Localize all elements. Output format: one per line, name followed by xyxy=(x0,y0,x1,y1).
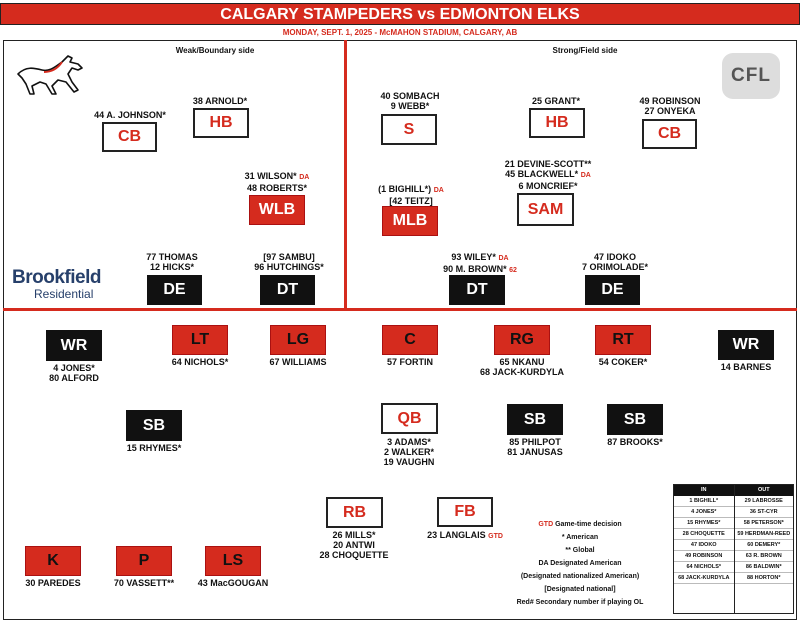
mlb-names: (1 BIGHILL*) DA [42 TEITZ] xyxy=(378,184,444,206)
in-row: 49 ROBINSON xyxy=(674,551,734,562)
weak-side-label: Weak/Boundary side xyxy=(175,46,255,55)
lg-names: 67 WILLIAMS xyxy=(269,357,327,367)
position-safety: S xyxy=(381,114,437,145)
sb-left-names: 15 RHYMES* xyxy=(126,443,182,453)
scrimmage-line xyxy=(3,308,797,311)
cb-left-names: 44 A. JOHNSON* xyxy=(94,110,166,120)
hb-left-names: 38 ARNOLD* xyxy=(192,96,248,106)
sam-names: 21 DEVINE-SCOTT** 45 BLACKWELL* DA 6 MON… xyxy=(504,159,592,191)
sponsor-subname: Residential xyxy=(34,287,94,301)
sb-right-names: 87 BROOKS* xyxy=(607,437,663,447)
out-row: 86 BALDWIN* xyxy=(734,562,793,573)
in-row: 4 JONES* xyxy=(674,507,734,518)
position-cb-right: CB xyxy=(642,119,697,149)
sponsor-logo: Brookfield Residential xyxy=(12,267,101,301)
position-rb-label: RB xyxy=(326,497,383,528)
in-out-table: IN 1 BIGHILL* 4 JONES* 15 RHYMES* 28 CHO… xyxy=(673,484,794,614)
in-row: 68 JACK-KURDYLA xyxy=(674,573,734,584)
position-wlb: WLB xyxy=(249,195,305,225)
wr-left-names: 4 JONES* 80 ALFORD xyxy=(49,363,99,383)
out-row: 59 HERDMAN-REED xyxy=(734,529,793,540)
position-fb: FB xyxy=(437,497,493,527)
rt-names: 54 COKER* xyxy=(598,357,648,367)
position-sb-left: SB xyxy=(126,410,182,441)
position-wr-left: WR xyxy=(46,330,102,361)
position-ls: LS xyxy=(205,546,261,576)
position-sam: SAM xyxy=(517,193,574,226)
strong-side-label: Strong/Field side xyxy=(552,46,618,55)
position-c: C xyxy=(382,325,438,355)
midfield-divider xyxy=(344,40,347,310)
position-rg: RG xyxy=(494,325,550,355)
de-left-names: 77 THOMAS 12 HICKS* xyxy=(146,252,198,272)
position-hb-left: HB xyxy=(193,108,249,138)
position-hb-right: HB xyxy=(529,108,585,138)
page-title: CALGARY STAMPEDERS vs EDMONTON ELKS xyxy=(0,3,800,25)
out-row: 60 DEMERY* xyxy=(734,540,793,551)
wlb-names: 31 WILSON* DA 48 ROBERTS* xyxy=(244,171,310,193)
qb-names: 3 ADAMS* 2 WALKER* 19 VAUGHN xyxy=(383,437,435,467)
game-subtitle: MONDAY, SEPT. 1, 2025 - McMAHON STADIUM,… xyxy=(282,28,518,37)
position-mlb: MLB xyxy=(382,206,438,236)
position-sb-right: SB xyxy=(607,404,663,435)
p-names: 70 VASSETT** xyxy=(113,578,175,588)
position-lg: LG xyxy=(270,325,326,355)
position-de-right: DE xyxy=(585,275,640,305)
stampede-horse-logo xyxy=(17,55,83,95)
in-header: IN xyxy=(674,485,734,496)
de-right-names: 47 IDOKO 7 ORIMOLADE* xyxy=(581,252,648,272)
legend: GTD Game-time decision * American ** Glo… xyxy=(516,521,644,606)
position-sb-mid: SB xyxy=(507,404,563,435)
in-row: 47 IDOKO xyxy=(674,540,734,551)
k-names: 30 PAREDES xyxy=(25,578,81,588)
out-row: 29 LABROSSE xyxy=(734,496,793,507)
in-row: 1 BIGHILL* xyxy=(674,496,734,507)
in-column: IN 1 BIGHILL* 4 JONES* 15 RHYMES* 28 CHO… xyxy=(674,485,734,613)
position-qb: QB xyxy=(381,403,438,434)
cfl-logo-text: CFL xyxy=(731,65,771,86)
dt-left-names: [97 SAMBU] 96 HUTCHINGS* xyxy=(254,252,324,272)
position-cb-left: CB xyxy=(102,122,157,152)
position-dt-right: DT xyxy=(449,275,505,305)
position-p: P xyxy=(116,546,172,576)
cb-right-names: 49 ROBINSON 27 ONYEKA xyxy=(639,96,701,116)
safety-names: 40 SOMBACH 9 WEBB* xyxy=(380,91,440,111)
cfl-logo: CFL xyxy=(722,53,780,99)
out-row: 58 PETERSON* xyxy=(734,518,793,529)
position-de-left: DE xyxy=(147,275,202,305)
in-row: 28 CHOQUETTE xyxy=(674,529,734,540)
c-names: 57 FORTIN xyxy=(386,357,433,367)
fb-names: 23 LANGLAIS GTD xyxy=(427,530,503,540)
hb-right-names: 25 GRANT* xyxy=(531,96,580,106)
ls-names: 43 MacGOUGAN xyxy=(197,578,269,588)
dt-right-names: 93 WILEY* DA 90 M. BROWN* 62 xyxy=(443,252,517,274)
position-lt: LT xyxy=(172,325,228,355)
position-rt: RT xyxy=(595,325,651,355)
rg-names: 65 NKANU 68 JACK-KURDYLA xyxy=(479,357,564,377)
in-row: 64 NICHOLS* xyxy=(674,562,734,573)
lt-names: 64 NICHOLS* xyxy=(171,357,229,367)
in-row: 15 RHYMES* xyxy=(674,518,734,529)
position-wr-right: WR xyxy=(718,330,774,360)
defense-frame xyxy=(3,40,797,311)
sb-mid-names: 85 PHILPOT 81 JANUSAS xyxy=(507,437,563,457)
wr-right-names: 14 BARNES xyxy=(720,362,772,372)
position-k: K xyxy=(25,546,81,576)
position-dt-left: DT xyxy=(260,275,315,305)
out-row: 36 ST-CYR xyxy=(734,507,793,518)
rb-names: 26 MILLS* 20 ANTWI 28 CHOQUETTE xyxy=(319,530,389,560)
out-column: OUT 29 LABROSSE 36 ST-CYR 58 PETERSON* 5… xyxy=(733,485,793,613)
out-header: OUT xyxy=(734,485,793,496)
out-row: 88 HORTON* xyxy=(734,573,793,584)
out-row: 63 R. BROWN xyxy=(734,551,793,562)
sponsor-name: Brookfield xyxy=(12,267,101,288)
